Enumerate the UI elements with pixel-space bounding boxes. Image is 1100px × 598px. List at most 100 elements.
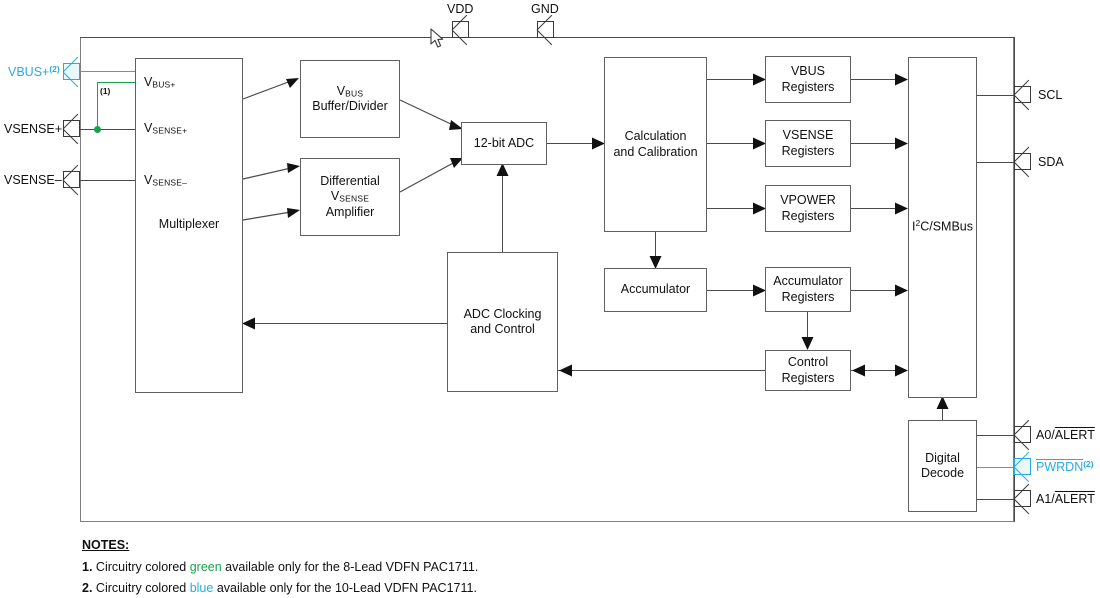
mux-in0-base: V xyxy=(144,75,153,89)
pin-scl[interactable] xyxy=(1014,86,1031,103)
arrow-diff-amp-to-adc xyxy=(399,158,463,193)
mux-in1-base: V xyxy=(144,121,153,135)
pin-label-pwrdn-over: PWRDN xyxy=(1036,459,1084,474)
arrow-mux-to-diff-amp-1 xyxy=(242,163,300,180)
block-vbus-buffer-line2: Buffer/Divider xyxy=(312,99,388,113)
wire-digital-decode-to-pwrdn xyxy=(977,467,1015,468)
mux-in1-sub: SENSE+ xyxy=(152,125,188,136)
pin-vsense-plus[interactable] xyxy=(63,120,80,137)
block-adc-clk-line2: and Control xyxy=(470,322,535,336)
block-adc-clk-line1: ADC Clocking xyxy=(463,306,542,321)
block-adc[interactable]: 12-bit ADC xyxy=(461,122,547,165)
wire-calc-to-vbus-registers xyxy=(707,79,757,80)
wire-control-registers-to-adc-clocking xyxy=(558,370,766,371)
pin-pwrdn[interactable] xyxy=(1014,458,1031,475)
arrowhead-vbus-registers-to-i2c xyxy=(895,73,908,86)
note-2-number: 2. xyxy=(82,581,93,595)
block-vsense-reg-line2: Registers xyxy=(781,143,835,158)
wire-digital-decode-to-a1-alert xyxy=(977,499,1015,500)
wire-vsense-registers-to-i2c xyxy=(851,143,899,144)
wire-i2c-to-sda xyxy=(977,162,1015,163)
wire-vbus-plus xyxy=(80,71,135,72)
block-accumulator-registers[interactable]: Accumulator Registers xyxy=(765,267,851,312)
note1-marker: (1) xyxy=(100,86,111,96)
wire-calc-to-accumulator xyxy=(655,232,656,259)
arrow-mux-to-vbus-buffer xyxy=(242,78,299,100)
block-diff-amp-line2: VSENSE xyxy=(331,189,369,204)
wire-digital-decode-to-a0-alert xyxy=(977,435,1015,436)
vbus-buffer-sub: BUS xyxy=(345,88,364,99)
i2c-pre: I xyxy=(911,219,916,234)
block-multiplexer-label: Multiplexer xyxy=(158,217,220,231)
arrowhead-calc-to-accumulator xyxy=(649,256,662,269)
arrowhead-adc-clocking-to-adc xyxy=(496,163,509,176)
block-vbus-buffer-divider[interactable]: VBUS Buffer/Divider xyxy=(300,60,400,138)
arrowhead-adc-to-calculation xyxy=(592,137,605,150)
diff-amp-sub: SENSE xyxy=(339,193,370,204)
block-digital-decode[interactable]: Digital Decode xyxy=(908,420,977,512)
block-diff-amp-line1: Differential xyxy=(320,174,380,189)
pin-a0-alert[interactable] xyxy=(1014,426,1031,443)
block-vsense-reg-line1: VSENSE xyxy=(782,128,834,143)
arrowhead-calc-to-vbus-registers xyxy=(753,73,766,86)
block-digital-decode-line1: Digital xyxy=(925,450,960,465)
pin-label-gnd: GND xyxy=(531,2,559,16)
arrowhead-vsense-registers-to-i2c xyxy=(895,137,908,150)
note-1-pre: Circuitry colored xyxy=(95,559,190,574)
pin-label-a0-alert: A0/ALERT xyxy=(1036,428,1095,442)
arrowhead-calc-to-vsense-registers xyxy=(753,137,766,150)
note-2-pre: Circuitry colored xyxy=(95,581,190,595)
notes-header: NOTES: xyxy=(82,538,130,552)
wire-accumulator-to-accum-registers xyxy=(707,290,757,291)
block-ctrl-reg-line2: Registers xyxy=(781,370,835,385)
wire-adc-to-calculation xyxy=(547,143,595,144)
wire-vsense-plus xyxy=(80,129,135,130)
block-vpower-registers[interactable]: VPOWER Registers xyxy=(765,185,851,232)
note-item-1: 1. Circuitry colored green available onl… xyxy=(82,557,478,579)
pin-vdd[interactable] xyxy=(452,21,469,38)
pin-a1-alert[interactable] xyxy=(1014,490,1031,507)
block-calc-line1: Calculation xyxy=(624,129,687,144)
pin-label-vdd: VDD xyxy=(447,2,474,16)
wire-adc-clocking-to-adc xyxy=(502,172,503,254)
i2c-post: C/SMBus xyxy=(920,219,973,234)
vbus-buffer-base: V xyxy=(336,83,346,98)
arrowhead-vpower-registers-to-i2c xyxy=(895,202,908,215)
pin-label-a1-alert: A1/ALERT xyxy=(1036,492,1095,506)
wire-i2c-to-scl xyxy=(977,95,1015,96)
block-control-registers[interactable]: Control Registers xyxy=(765,350,851,391)
pin-label-scl: SCL xyxy=(1038,88,1063,102)
arrowhead-accum-registers-to-i2c xyxy=(895,284,908,297)
pin-label-a1-prefix: A1/ xyxy=(1036,492,1055,506)
pin-vsense-minus[interactable] xyxy=(63,171,80,188)
wire-accum-registers-to-i2c xyxy=(851,290,899,291)
note-1-number: 1. xyxy=(82,559,93,574)
mux-in2-sub: SENSE– xyxy=(152,177,188,188)
block-vsense-registers[interactable]: VSENSE Registers xyxy=(765,120,851,167)
junction-dot-vsense-plus xyxy=(94,126,101,133)
note-1-post: available only for the 8-Lead VDFN PAC17… xyxy=(221,559,479,574)
block-i2c-smbus[interactable]: I2C/SMBus xyxy=(908,57,977,398)
block-calc-line2: and Calibration xyxy=(613,144,698,159)
block-differential-vsense-amplifier[interactable]: Differential VSENSE Amplifier xyxy=(300,158,400,236)
pin-label-a0-alert-over: ALERT xyxy=(1054,428,1095,442)
block-vbus-buffer-line1: VBUS xyxy=(337,84,363,99)
pin-vbus-plus[interactable] xyxy=(63,63,80,80)
pin-label-vsense-minus: VSENSE– xyxy=(4,173,62,187)
diff-amp-base: V xyxy=(330,189,340,204)
block-calculation-and-calibration[interactable]: Calculation and Calibration xyxy=(604,57,707,232)
arrowhead-digital-decode-to-i2c xyxy=(936,396,949,409)
arrowhead-calc-to-vpower-registers xyxy=(753,202,766,215)
arrowhead-adc-clocking-to-multiplexer xyxy=(242,317,255,330)
block-adc-clocking-and-control[interactable]: ADC Clocking and Control xyxy=(447,252,558,392)
arrowhead-control-registers-from-i2c xyxy=(852,364,865,377)
arrowhead-accum-to-control-registers xyxy=(801,337,814,350)
pin-gnd[interactable] xyxy=(537,21,554,38)
pin-sda[interactable] xyxy=(1014,153,1031,170)
block-accumulator[interactable]: Accumulator xyxy=(604,268,707,312)
block-digital-decode-line2: Decode xyxy=(920,466,965,480)
block-vbus-registers[interactable]: VBUS Registers xyxy=(765,56,851,103)
note-2-post: available only for the 10-Lead VDFN PAC1… xyxy=(213,581,477,595)
block-multiplexer[interactable]: Multiplexer xyxy=(135,58,243,393)
